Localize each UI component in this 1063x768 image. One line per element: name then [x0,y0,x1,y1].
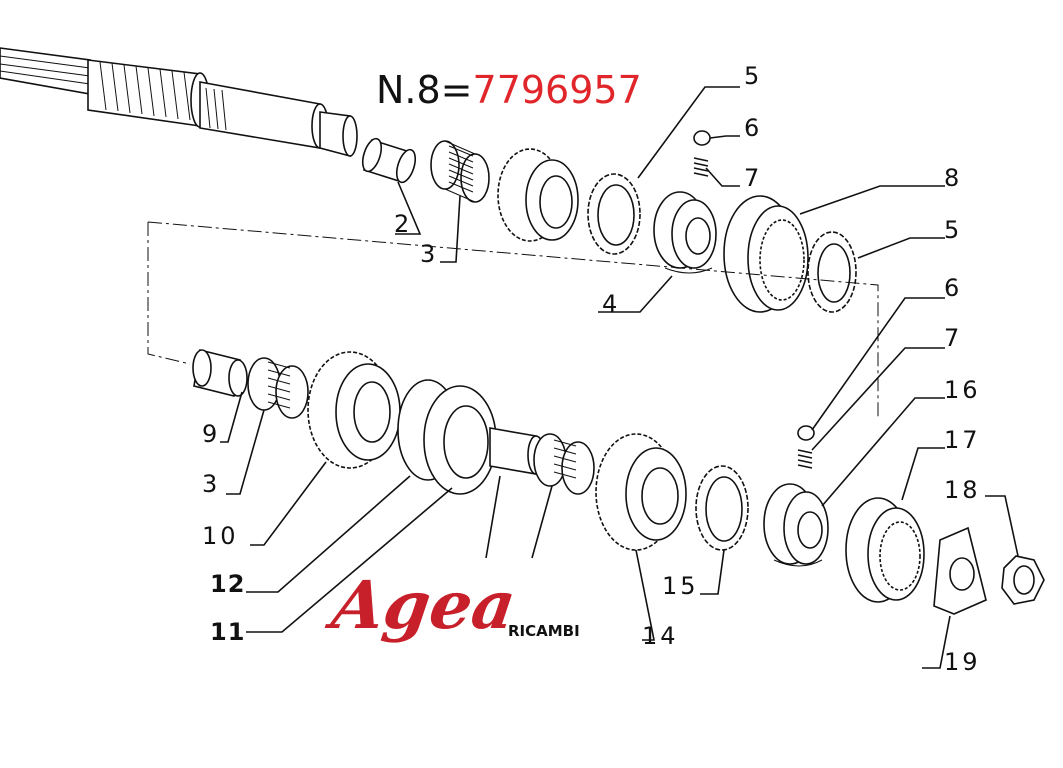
spring-7-top [693,157,709,177]
gear-top [497,148,579,242]
needle-bearing-center [533,433,595,495]
needle-bearing-3-lower [247,357,309,419]
logo-sub: RICAMBI [508,622,580,640]
sliding-sleeve-17 [845,497,925,603]
label-3-top: 3 [420,240,438,268]
label-18: 18 [944,476,981,504]
detent-ball-6-lower [797,425,815,441]
label-8: 8 [944,164,962,192]
synchro-ring-5-top [587,173,641,255]
synchro-hub-4 [653,191,717,274]
label-7-top: 7 [744,164,762,192]
label-10: 10 [202,522,239,550]
label-15: 15 [662,572,699,600]
label-19: 19 [944,648,981,676]
label-6-top: 6 [744,114,762,142]
spring-7-lower [797,449,813,469]
nut-18 [1001,555,1045,605]
label-6-lower: 6 [944,274,962,302]
part-labels: 5 6 7 8 5 4 2 3 6 7 16 17 18 9 3 10 12 1… [202,62,981,676]
synchro-hub-16 [763,483,829,567]
label-9: 9 [202,420,220,448]
part-number-code: 7796957 [473,68,642,112]
sliding-sleeve-8 [723,195,809,313]
bush-9 [192,349,248,397]
agea-logo: Agea RICAMBI [322,566,580,644]
leader-lines [220,86,1019,669]
logo-brand: Agea [322,566,521,644]
needle-bearing-3-top [430,140,490,203]
label-14: 14 [642,622,679,650]
assembly-frame [147,221,879,418]
label-17: 17 [944,426,981,454]
bush-2 [361,137,417,184]
synchro-ring-15 [695,465,749,551]
detent-ball-6-top [693,130,711,146]
gear-10 [307,351,401,469]
label-2: 2 [394,210,412,238]
label-12: 12 [210,570,245,598]
diagram-title: N.8=7796957 [376,68,642,112]
gear-12 [397,379,497,495]
main-shaft [0,47,358,158]
label-4: 4 [602,290,620,318]
label-5-right: 5 [944,216,962,244]
synchro-ring-5-right [807,231,857,313]
label-5-top: 5 [744,62,762,90]
gear-14 [595,433,687,551]
label-11: 11 [210,618,245,646]
washer-19 [933,526,987,615]
label-16: 16 [944,376,981,404]
label-7-lower: 7 [944,324,962,352]
label-3-lower: 3 [202,470,220,498]
title-prefix: N.8= [376,68,473,112]
